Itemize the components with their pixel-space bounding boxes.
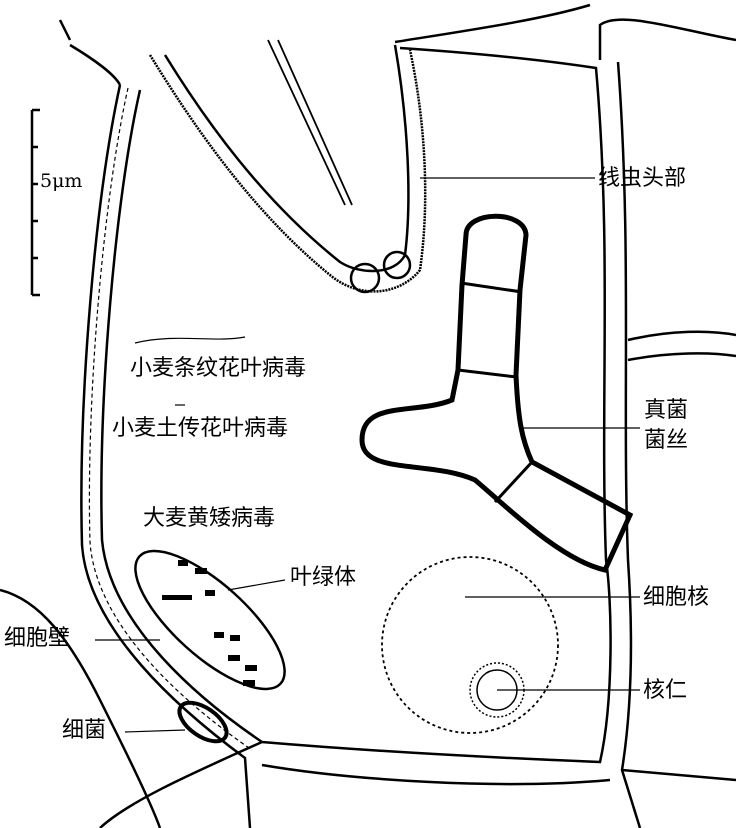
cell-wall-outer-left-dashed bbox=[88, 87, 253, 751]
cell-wall-bottom bbox=[99, 740, 736, 828]
hypha-septa bbox=[457, 281, 534, 504]
cell-wall-top-left bbox=[58, 19, 122, 86]
nematode-inner bbox=[163, 44, 410, 273]
label-fungus: 真菌 bbox=[644, 398, 689, 423]
cell-wall-left-lower bbox=[0, 588, 162, 828]
cell-wall-inner bbox=[100, 46, 612, 764]
scale-bar bbox=[30, 108, 40, 297]
cell-wall-right-top bbox=[394, 3, 736, 60]
label-chloroplast: 叶绿体 bbox=[290, 565, 357, 590]
label-nematode-head: 线虫头部 bbox=[598, 166, 687, 191]
scale-bar-label: 5μm bbox=[40, 170, 83, 192]
nematode-lip-right bbox=[382, 250, 412, 280]
label-hypha: 菌丝 bbox=[644, 428, 689, 453]
fungal-hypha bbox=[359, 213, 634, 573]
chloroplast bbox=[134, 549, 286, 691]
label-bacterium: 细菌 bbox=[62, 718, 107, 743]
virus-particles bbox=[162, 560, 257, 686]
label-virus-wsbmv: 小麦土传花叶病毒 bbox=[112, 416, 289, 441]
label-virus-wsmv: 小麦条纹花叶病毒 bbox=[130, 356, 307, 381]
bacterium bbox=[177, 700, 229, 744]
nematode-outer bbox=[148, 49, 427, 293]
nucleus bbox=[381, 556, 559, 734]
label-virus-bydv: 大麦黄矮病毒 bbox=[143, 506, 276, 531]
leader-lines bbox=[95, 177, 640, 733]
cell-wall-right-mid bbox=[627, 330, 736, 362]
cell-wall-outer-left bbox=[80, 84, 252, 828]
label-nucleolus: 核仁 bbox=[643, 678, 688, 703]
label-cell-wall: 细胞壁 bbox=[4, 626, 71, 651]
nematode-stylet bbox=[267, 39, 353, 206]
cell-wall-right bbox=[616, 61, 642, 828]
nematode-lip-left bbox=[349, 262, 381, 294]
label-nucleus: 细胞核 bbox=[643, 585, 710, 610]
